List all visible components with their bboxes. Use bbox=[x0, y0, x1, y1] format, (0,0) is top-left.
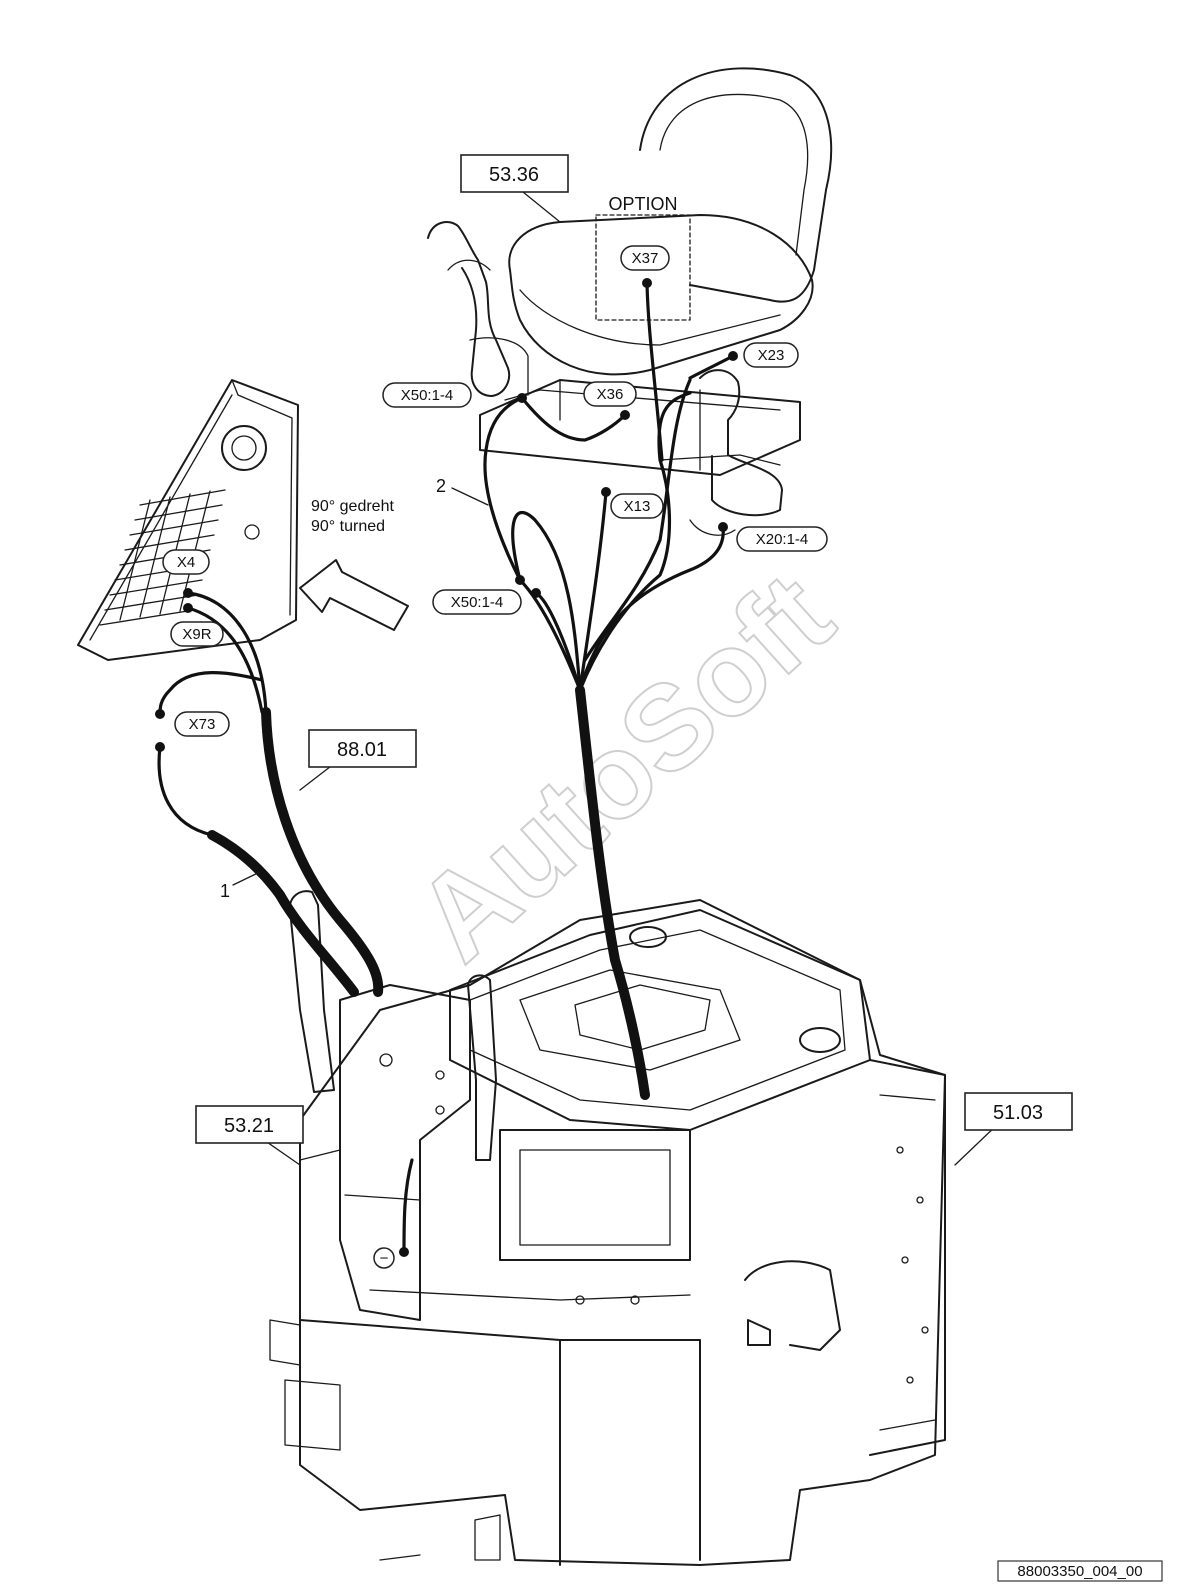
connector-x20: X20:1-4 bbox=[736, 526, 828, 552]
fuse-panel-drawing bbox=[77, 379, 299, 661]
rotation-note-line2: 90° turned bbox=[311, 518, 385, 535]
connector-x37-label: X37 bbox=[632, 250, 659, 267]
connector-x4-label: X4 bbox=[177, 554, 195, 571]
connector-x50-mid: X50:1-4 bbox=[432, 589, 522, 615]
connector-x73-label: X73 bbox=[189, 716, 216, 733]
connector-x4: X4 bbox=[162, 549, 210, 575]
harness-1 bbox=[157, 591, 384, 997]
connector-x36: X36 bbox=[583, 381, 637, 407]
callout-harness-2: 2 bbox=[436, 476, 446, 496]
machine-frame-drawing bbox=[269, 890, 946, 1566]
connector-x20-label: X20:1-4 bbox=[756, 531, 809, 548]
connector-x50-mid-label: X50:1-4 bbox=[451, 594, 504, 611]
connector-x9r-label: X9R bbox=[182, 626, 211, 643]
connector-x36-label: X36 bbox=[597, 386, 624, 403]
connector-x9r: X9R bbox=[170, 621, 224, 647]
connector-x13-label: X13 bbox=[624, 498, 651, 515]
ref-harness-text: 88.01 bbox=[337, 739, 387, 761]
connector-x13: X13 bbox=[610, 493, 664, 519]
ref-box-seat: 53.36 bbox=[460, 154, 569, 193]
ref-seat-text: 53.36 bbox=[489, 164, 539, 186]
ground-connector: − bbox=[373, 1247, 395, 1269]
connector-dots bbox=[155, 278, 738, 1257]
figure-id: 88003350_004_00 bbox=[1017, 1563, 1142, 1580]
harness-2 bbox=[402, 281, 735, 1254]
ref-box-console: 53.21 bbox=[195, 1105, 304, 1144]
connector-x73: X73 bbox=[174, 711, 230, 737]
ref-box-frame: 51.03 bbox=[964, 1092, 1073, 1131]
operator-seat-drawing bbox=[427, 67, 833, 536]
leader-lines bbox=[232, 191, 1001, 1166]
ground-symbol: − bbox=[380, 1250, 389, 1267]
option-label: OPTION bbox=[608, 194, 677, 214]
figure-id-box: 88003350_004_00 bbox=[997, 1560, 1163, 1582]
connector-x23: X23 bbox=[743, 342, 799, 368]
connector-x37: X37 bbox=[620, 245, 670, 271]
ref-console-text: 53.21 bbox=[224, 1115, 274, 1137]
connector-x50-top-label: X50:1-4 bbox=[401, 387, 454, 404]
connector-x23-label: X23 bbox=[758, 347, 785, 364]
rotation-note-line1: 90° gedreht bbox=[311, 498, 394, 515]
rotation-arrow bbox=[299, 559, 409, 631]
ref-box-harness: 88.01 bbox=[308, 729, 417, 768]
ref-frame-text: 51.03 bbox=[993, 1102, 1043, 1124]
callout-harness-1: 1 bbox=[220, 881, 230, 901]
connector-x50-top: X50:1-4 bbox=[382, 382, 472, 408]
